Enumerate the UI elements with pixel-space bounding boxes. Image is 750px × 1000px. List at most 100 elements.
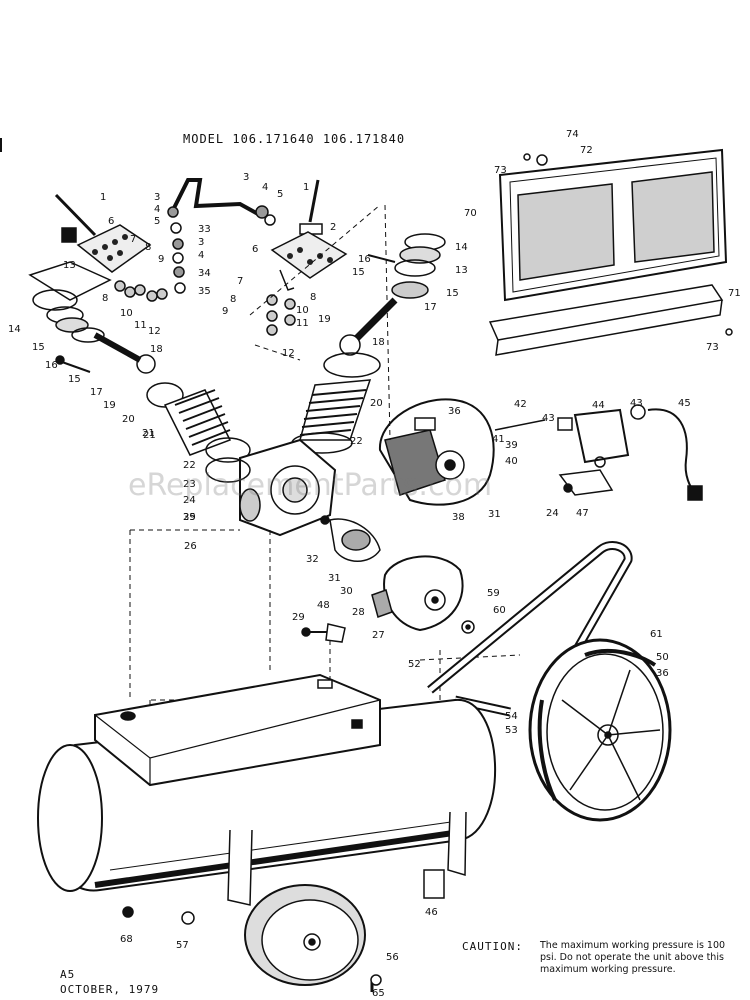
callout-11: 11 bbox=[296, 318, 309, 329]
callout-57: 57 bbox=[176, 940, 189, 951]
callout-15: 15 bbox=[446, 288, 459, 299]
small-fittings bbox=[301, 620, 475, 643]
callout-16: 16 bbox=[358, 254, 371, 265]
callout-17: 17 bbox=[424, 302, 437, 313]
callout-44: 44 bbox=[592, 400, 605, 411]
margin-mark bbox=[0, 138, 2, 152]
callout-73: 73 bbox=[494, 165, 507, 176]
callout-3: 3 bbox=[198, 237, 204, 248]
callout-15: 15 bbox=[32, 342, 45, 353]
callout-9: 9 bbox=[158, 254, 164, 265]
assembly-guide-lines bbox=[129, 204, 521, 760]
callout-13: 13 bbox=[63, 260, 76, 271]
callout-19: 19 bbox=[103, 400, 116, 411]
callout-43: 43 bbox=[542, 413, 555, 424]
tube-assembly bbox=[167, 178, 276, 294]
callout-34: 34 bbox=[198, 268, 211, 279]
watermark-text: eReplacementParts.com bbox=[128, 468, 493, 503]
callout-65: 65 bbox=[372, 988, 385, 999]
callout-20: 20 bbox=[370, 398, 383, 409]
callout-14: 14 bbox=[8, 324, 21, 335]
cylinder-left bbox=[146, 382, 251, 463]
callout-41: 41 bbox=[492, 434, 505, 445]
callout-23: 23 bbox=[183, 479, 196, 490]
callout-32: 32 bbox=[306, 554, 319, 565]
callout-45: 45 bbox=[678, 398, 691, 409]
callout-15: 15 bbox=[68, 374, 81, 385]
callout-18: 18 bbox=[150, 344, 163, 355]
footer-date: OCTOBER, 1979 bbox=[60, 983, 160, 996]
callout-21: 21 bbox=[143, 430, 156, 441]
right-piston-group bbox=[339, 233, 446, 356]
left-cylinder-head-group bbox=[28, 193, 168, 374]
callout-1: 1 bbox=[100, 192, 106, 203]
front-wheel bbox=[244, 884, 382, 992]
callout-40: 40 bbox=[505, 456, 518, 467]
callout-4: 4 bbox=[154, 204, 160, 215]
callout-53: 53 bbox=[505, 725, 518, 736]
callout-61: 61 bbox=[650, 629, 663, 640]
callout-12: 12 bbox=[282, 348, 295, 359]
callout-3: 3 bbox=[243, 172, 249, 183]
callout-15: 15 bbox=[352, 267, 365, 278]
crankshaft-flywheel bbox=[329, 518, 464, 632]
callout-72: 72 bbox=[580, 145, 593, 156]
callout-31: 31 bbox=[328, 573, 341, 584]
callout-39: 39 bbox=[183, 512, 196, 523]
callout-29: 29 bbox=[292, 612, 305, 623]
callout-22: 22 bbox=[350, 436, 363, 447]
callout-22: 22 bbox=[183, 460, 196, 471]
callout-10: 10 bbox=[296, 305, 309, 316]
callout-59: 59 bbox=[487, 588, 500, 599]
callout-31: 31 bbox=[488, 509, 501, 520]
callout-48: 48 bbox=[317, 600, 330, 611]
callout-24: 24 bbox=[183, 495, 196, 506]
callout-8: 8 bbox=[145, 242, 151, 253]
callout-24: 24 bbox=[546, 508, 559, 519]
callout-47: 47 bbox=[576, 508, 589, 519]
callout-6: 6 bbox=[252, 244, 258, 255]
callout-38: 38 bbox=[452, 512, 465, 523]
callout-33: 33 bbox=[198, 224, 211, 235]
callout-43: 43 bbox=[630, 398, 643, 409]
center-cylinder-head-group bbox=[266, 179, 348, 336]
callout-13: 13 bbox=[455, 265, 468, 276]
callout-26: 26 bbox=[184, 541, 197, 552]
caution-label: CAUTION: bbox=[462, 940, 523, 953]
callout-7: 7 bbox=[130, 234, 136, 245]
caution-text: The maximum working pressure is 100 psi.… bbox=[540, 940, 726, 975]
callout-35: 35 bbox=[198, 286, 211, 297]
callout-52: 52 bbox=[408, 659, 421, 670]
callout-4: 4 bbox=[198, 250, 204, 261]
callout-68: 68 bbox=[120, 934, 133, 945]
model-number-header: MODEL 106.171640 106.171840 bbox=[183, 132, 406, 146]
callout-70: 70 bbox=[464, 208, 477, 219]
callout-28: 28 bbox=[352, 607, 365, 618]
callout-21: 21 bbox=[142, 428, 155, 439]
callout-36: 36 bbox=[448, 406, 461, 417]
air-tank bbox=[37, 673, 496, 925]
callout-1: 1 bbox=[303, 182, 309, 193]
callout-16: 16 bbox=[45, 360, 58, 371]
callout-12: 12 bbox=[148, 326, 161, 337]
callout-9: 9 bbox=[222, 306, 228, 317]
callout-42: 42 bbox=[514, 399, 527, 410]
callout-46: 46 bbox=[425, 907, 438, 918]
callout-73: 73 bbox=[706, 342, 719, 353]
callout-5: 5 bbox=[154, 216, 160, 227]
callout-20: 20 bbox=[122, 414, 135, 425]
callout-36: 36 bbox=[656, 668, 669, 679]
callout-4: 4 bbox=[262, 182, 268, 193]
callout-25: 25 bbox=[183, 512, 196, 523]
callout-14: 14 bbox=[455, 242, 468, 253]
callout-10: 10 bbox=[120, 308, 133, 319]
callout-27: 27 bbox=[372, 630, 385, 641]
callout-19: 19 bbox=[318, 314, 331, 325]
callout-71: 71 bbox=[728, 288, 741, 299]
callout-39: 39 bbox=[505, 440, 518, 451]
callout-11: 11 bbox=[134, 320, 147, 331]
callout-5: 5 bbox=[277, 189, 283, 200]
crankcase bbox=[205, 438, 337, 537]
cylinder-right bbox=[291, 352, 381, 454]
motor-assembly bbox=[378, 398, 546, 506]
